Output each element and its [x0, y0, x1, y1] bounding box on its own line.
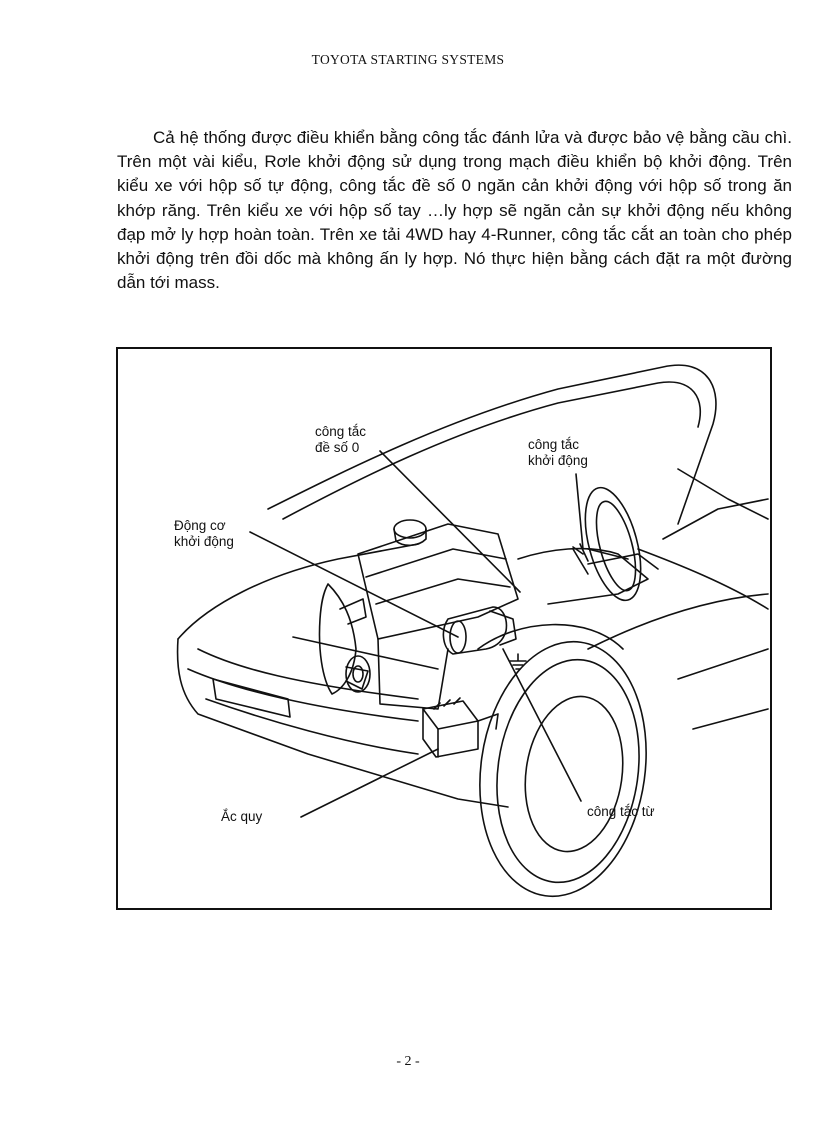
- label-starter-motor: Động cơ khởi động: [174, 518, 234, 549]
- starter-motor: [442, 606, 508, 655]
- leader-solenoid: [502, 648, 582, 802]
- hood: [267, 364, 717, 525]
- steering-wheel: [584, 486, 642, 602]
- car-illustration: [176, 364, 769, 898]
- label-solenoid: công tắc từ: [587, 804, 655, 819]
- label-starter-switch: công tắc khởi động: [528, 437, 588, 468]
- leader-starter-switch: [575, 473, 584, 550]
- engine-block: [357, 523, 519, 640]
- leader-battery: [300, 748, 439, 818]
- page-header: TOYOTA STARTING SYSTEMS: [311, 52, 505, 67]
- label-battery: Ắc quy: [221, 809, 263, 824]
- label-neutral-switch: công tắc đề số 0: [315, 424, 367, 455]
- body-paragraph: Cả hệ thống được điều khiển bằng công tắ…: [117, 128, 792, 293]
- car-starting-system-figure: công tắc đề số 0 công tắc khởi động Động…: [116, 347, 772, 910]
- page-number: - 2 -: [396, 1054, 420, 1069]
- ignition-key: [572, 543, 589, 562]
- leader-starter-motor: [249, 531, 459, 638]
- engine-fan: [318, 583, 357, 695]
- leader-neutral-switch: [379, 450, 521, 593]
- battery: [422, 700, 479, 758]
- windshield: [677, 468, 769, 520]
- car-body-outline: [177, 543, 419, 640]
- front-wheel: [479, 640, 647, 898]
